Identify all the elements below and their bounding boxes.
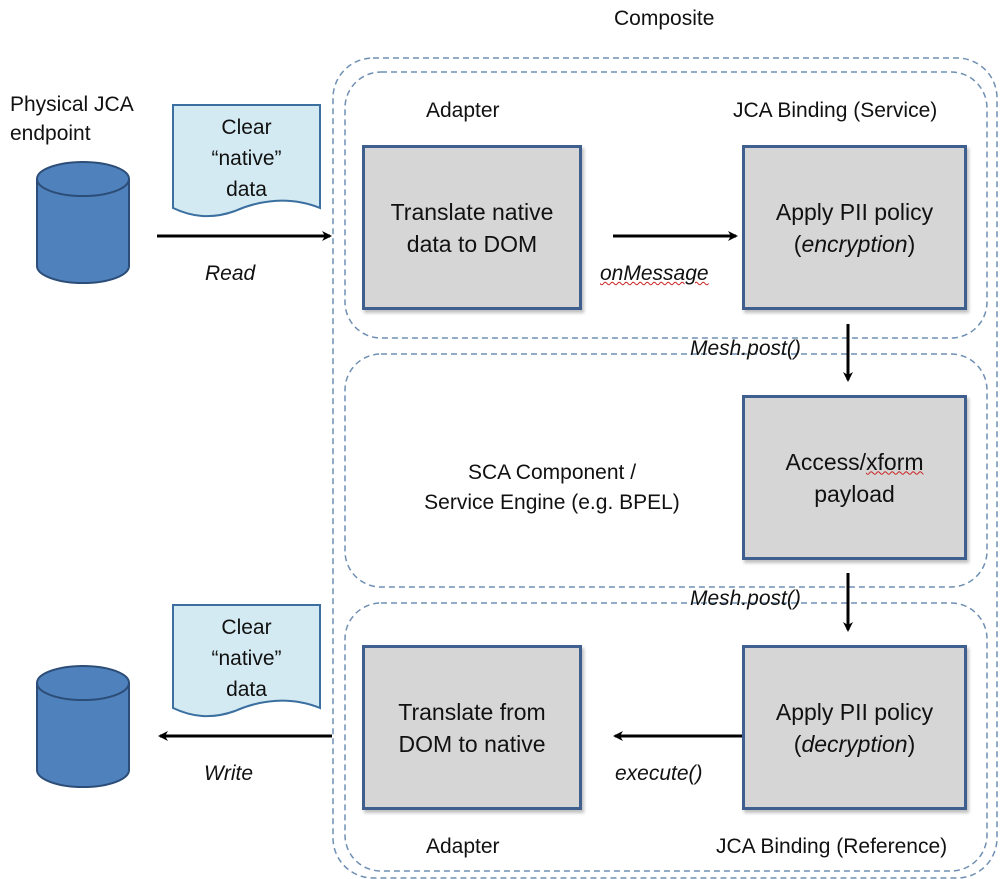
write-note-line2: “native” — [211, 647, 282, 670]
endpoint-label-line1: Physical JCA — [10, 93, 134, 116]
mesh-post-label-1: Mesh.post() — [690, 337, 801, 360]
translate-native-line2: data to DOM — [406, 230, 538, 257]
apply-pii-decryption-box: Apply PII policy (decryption) — [742, 645, 967, 810]
database-icon — [36, 161, 130, 284]
read-note-line3: data — [226, 178, 267, 201]
decryption-box-line2: (decryption) — [793, 730, 916, 757]
reference-adapter-label: Adapter — [426, 835, 500, 858]
mesh-post-label-2: Mesh.post() — [690, 587, 801, 610]
translate-native-to-dom-box: Translate native data to DOM — [362, 145, 582, 310]
read-note-line2: “native” — [211, 147, 282, 170]
translate-dom-to-native-box: Translate from DOM to native — [362, 645, 582, 810]
document-icon-read — [172, 104, 321, 218]
write-note-text: Clear “native” data — [173, 612, 320, 705]
service-adapter-label: Adapter — [426, 99, 500, 122]
payload-box-line2: payload — [814, 480, 895, 507]
translate-native-line1: Translate native — [390, 198, 554, 225]
composite-container — [332, 57, 998, 879]
onmessage-label: onMessage — [600, 262, 709, 285]
encryption-box-line1: Apply PII policy — [775, 198, 934, 225]
write-note-line3: data — [226, 678, 267, 701]
reference-section-container — [344, 602, 988, 872]
translate-dom-line2: DOM to native — [398, 730, 546, 757]
access-xform-payload-box: Access/xform payload — [742, 395, 967, 560]
service-binding-label: JCA Binding (Service) — [733, 99, 938, 122]
read-note-line1: Clear — [221, 116, 272, 139]
sca-component-label: SCA Component / Service Engine (e.g. BPE… — [392, 458, 712, 518]
component-section-container — [344, 353, 988, 588]
database-icon-bottom — [36, 665, 130, 788]
composite-title: Composite — [614, 7, 715, 30]
apply-pii-encryption-box: Apply PII policy (encryption) — [742, 145, 967, 310]
document-icon-write — [172, 604, 321, 718]
execute-label: execute() — [615, 762, 703, 785]
sca-component-line2: Service Engine (e.g. BPEL) — [424, 491, 680, 514]
decryption-box-line1: Apply PII policy — [775, 698, 934, 725]
read-label: Read — [205, 262, 256, 285]
service-section-container — [344, 71, 988, 339]
payload-box-line1: Access/xform — [785, 448, 924, 475]
read-note-text: Clear “native” data — [173, 112, 320, 205]
translate-dom-line1: Translate from — [398, 698, 546, 725]
sca-component-line1: SCA Component / — [467, 461, 637, 484]
endpoint-label-line2: endpoint — [10, 122, 91, 145]
write-label: Write — [204, 762, 253, 785]
encryption-box-line2: (encryption) — [793, 230, 916, 257]
endpoint-label: Physical JCA endpoint — [10, 90, 160, 148]
write-note-line1: Clear — [221, 616, 272, 639]
reference-binding-label: JCA Binding (Reference) — [716, 835, 948, 858]
